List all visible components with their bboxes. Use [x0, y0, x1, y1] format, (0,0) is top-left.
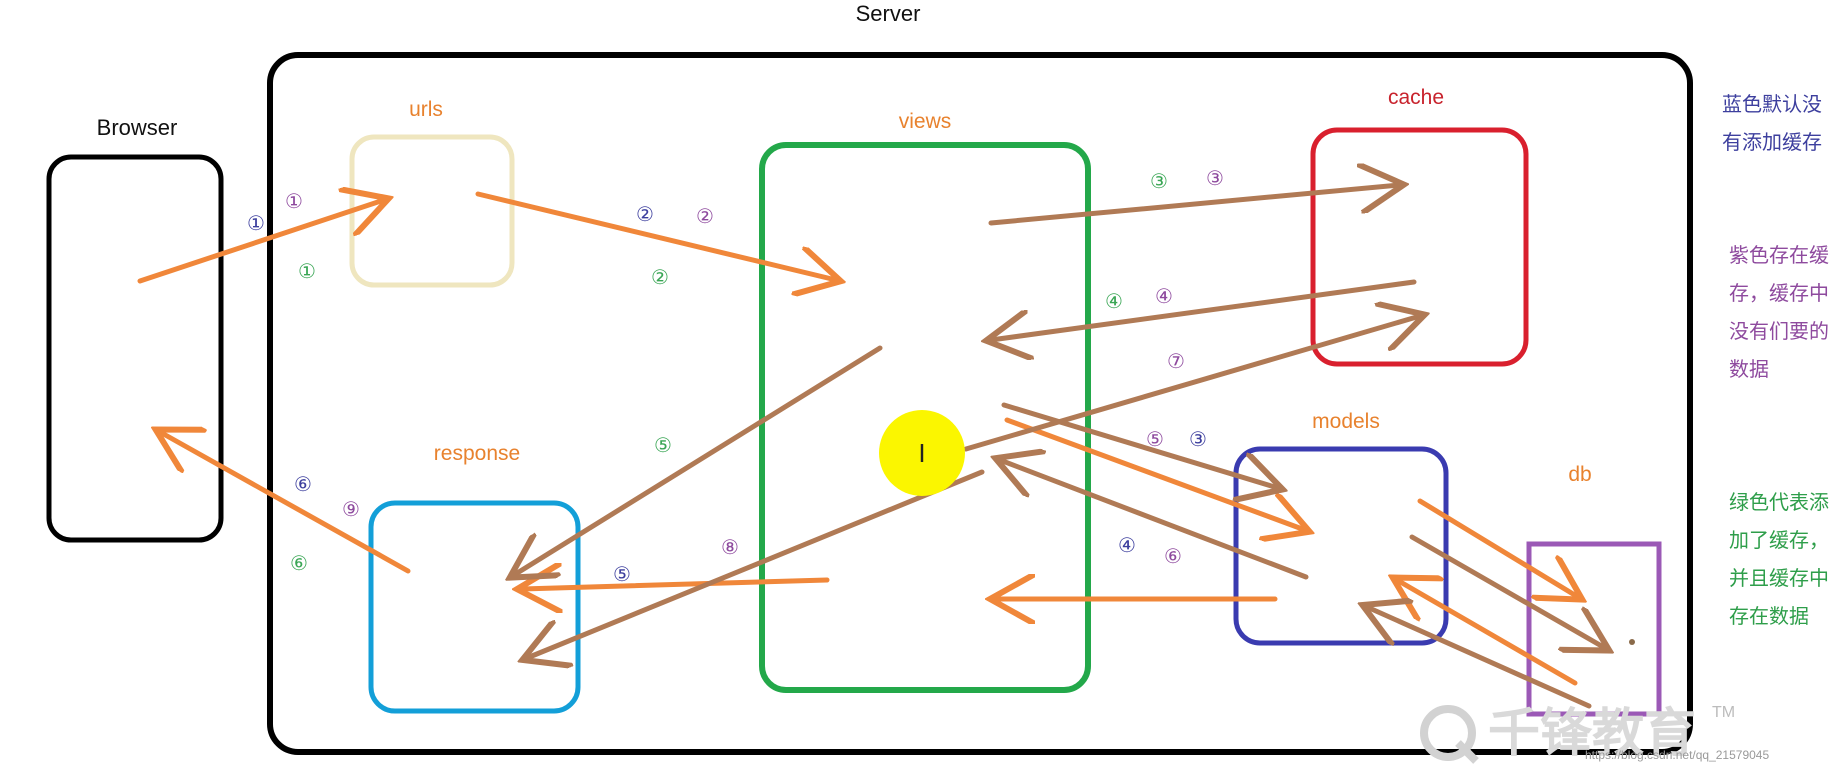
arrow-views-to-models: [1004, 417, 1305, 530]
response-label: response: [434, 442, 520, 465]
response-node: [368, 500, 581, 714]
arrow-models-to-db-brown: [1409, 534, 1605, 648]
arrow-models-to-db: [1417, 498, 1578, 597]
arrow-models-to-views-brown: [1000, 460, 1309, 580]
arrow-db-to-models-brown: [1367, 607, 1592, 709]
urls-label: urls: [409, 98, 443, 121]
legend-line: 没有们要的: [1729, 319, 1829, 343]
step-marker: ④: [1155, 286, 1173, 308]
watermark-url: https://blog.csdn.net/qq_21579045: [1585, 748, 1769, 762]
arrow-db-to-models: [1397, 580, 1578, 686]
step-marker: ⑤: [1146, 429, 1164, 451]
text-cursor-icon: I: [918, 438, 925, 468]
step-marker: ③: [1189, 429, 1207, 451]
watermark: 千锋教育 TM https://blog.csdn.net/qq_2157904…: [1410, 695, 1847, 767]
arrow-models-to-cache-brown: [963, 316, 1420, 452]
step-marker: ②: [696, 206, 714, 228]
watermark-logo-icon: [1420, 705, 1479, 764]
arrow-urls-to-views: [475, 191, 836, 280]
arrow-views-to-cache: [988, 185, 1399, 226]
watermark-brand: 千锋教育: [1488, 705, 1696, 763]
db-node: [1526, 541, 1662, 717]
step-marker: ⑥: [1164, 546, 1182, 568]
legend-line: 并且缓存中: [1729, 566, 1829, 590]
legend-line: 加了缓存，: [1729, 528, 1829, 552]
step-marker: ①: [247, 213, 265, 235]
db-label: db: [1568, 463, 1591, 486]
models-node: [1233, 446, 1449, 646]
arrow-views-to-response-brown-2: [527, 469, 985, 658]
server-title: Server: [856, 1, 921, 26]
arrow-cache-to-views: [991, 279, 1417, 340]
legend-green: 绿色代表添 加了缓存， 并且缓存中 存在数据: [1729, 483, 1847, 635]
step-marker: ②: [636, 204, 654, 226]
legend-line: 蓝色默认没: [1722, 92, 1822, 116]
step-marker: ⑥: [294, 474, 312, 496]
cursor-highlight: [879, 410, 965, 496]
db-dot: [1629, 639, 1635, 645]
views-label: views: [899, 110, 952, 133]
arrow-views-to-response-brown: [514, 345, 883, 575]
legend-purple: 紫色存在缓 存，缓存中 没有们要的 数据: [1729, 236, 1847, 388]
step-marker: ⑨: [342, 499, 360, 521]
step-marker: ④: [1118, 535, 1136, 557]
legend-line: 有添加缓存: [1722, 130, 1822, 154]
cache-label: cache: [1388, 86, 1444, 109]
step-marker: ⑧: [721, 537, 739, 559]
step-marker: ⑤: [613, 564, 631, 586]
models-label: models: [1312, 410, 1380, 433]
step-marker: ③: [1150, 171, 1168, 193]
server-container: [267, 52, 1693, 755]
urls-node: [349, 134, 515, 288]
step-marker: ①: [298, 261, 316, 283]
legend-line: 数据: [1729, 357, 1769, 381]
arrow-response-to-browser: [160, 432, 411, 574]
step-marker: ⑦: [1167, 351, 1185, 373]
step-marker: ②: [651, 267, 669, 289]
views-node: [759, 142, 1091, 693]
browser-label: Browser: [97, 115, 178, 140]
legend-line: 存，缓存中: [1729, 281, 1829, 305]
step-marker: ③: [1206, 168, 1224, 190]
legend-blue: 蓝色默认没 有添加缓存: [1722, 85, 1847, 161]
step-marker: ①: [285, 191, 303, 213]
legend-line: 绿色代表添: [1729, 490, 1829, 514]
step-marker: ④: [1105, 291, 1123, 313]
legend-line: 紫色存在缓: [1729, 243, 1829, 267]
arrow-browser-to-urls: [137, 200, 384, 284]
legend-line: 存在数据: [1729, 604, 1809, 628]
step-marker: ⑤: [654, 435, 672, 457]
arrow-views-to-models-brown: [1001, 402, 1278, 488]
step-marker: ⑥: [290, 553, 308, 575]
cache-node: [1310, 127, 1529, 367]
browser-node: [46, 154, 224, 543]
watermark-trademark: TM: [1712, 704, 1735, 721]
arrow-views-to-response: [522, 580, 830, 589]
